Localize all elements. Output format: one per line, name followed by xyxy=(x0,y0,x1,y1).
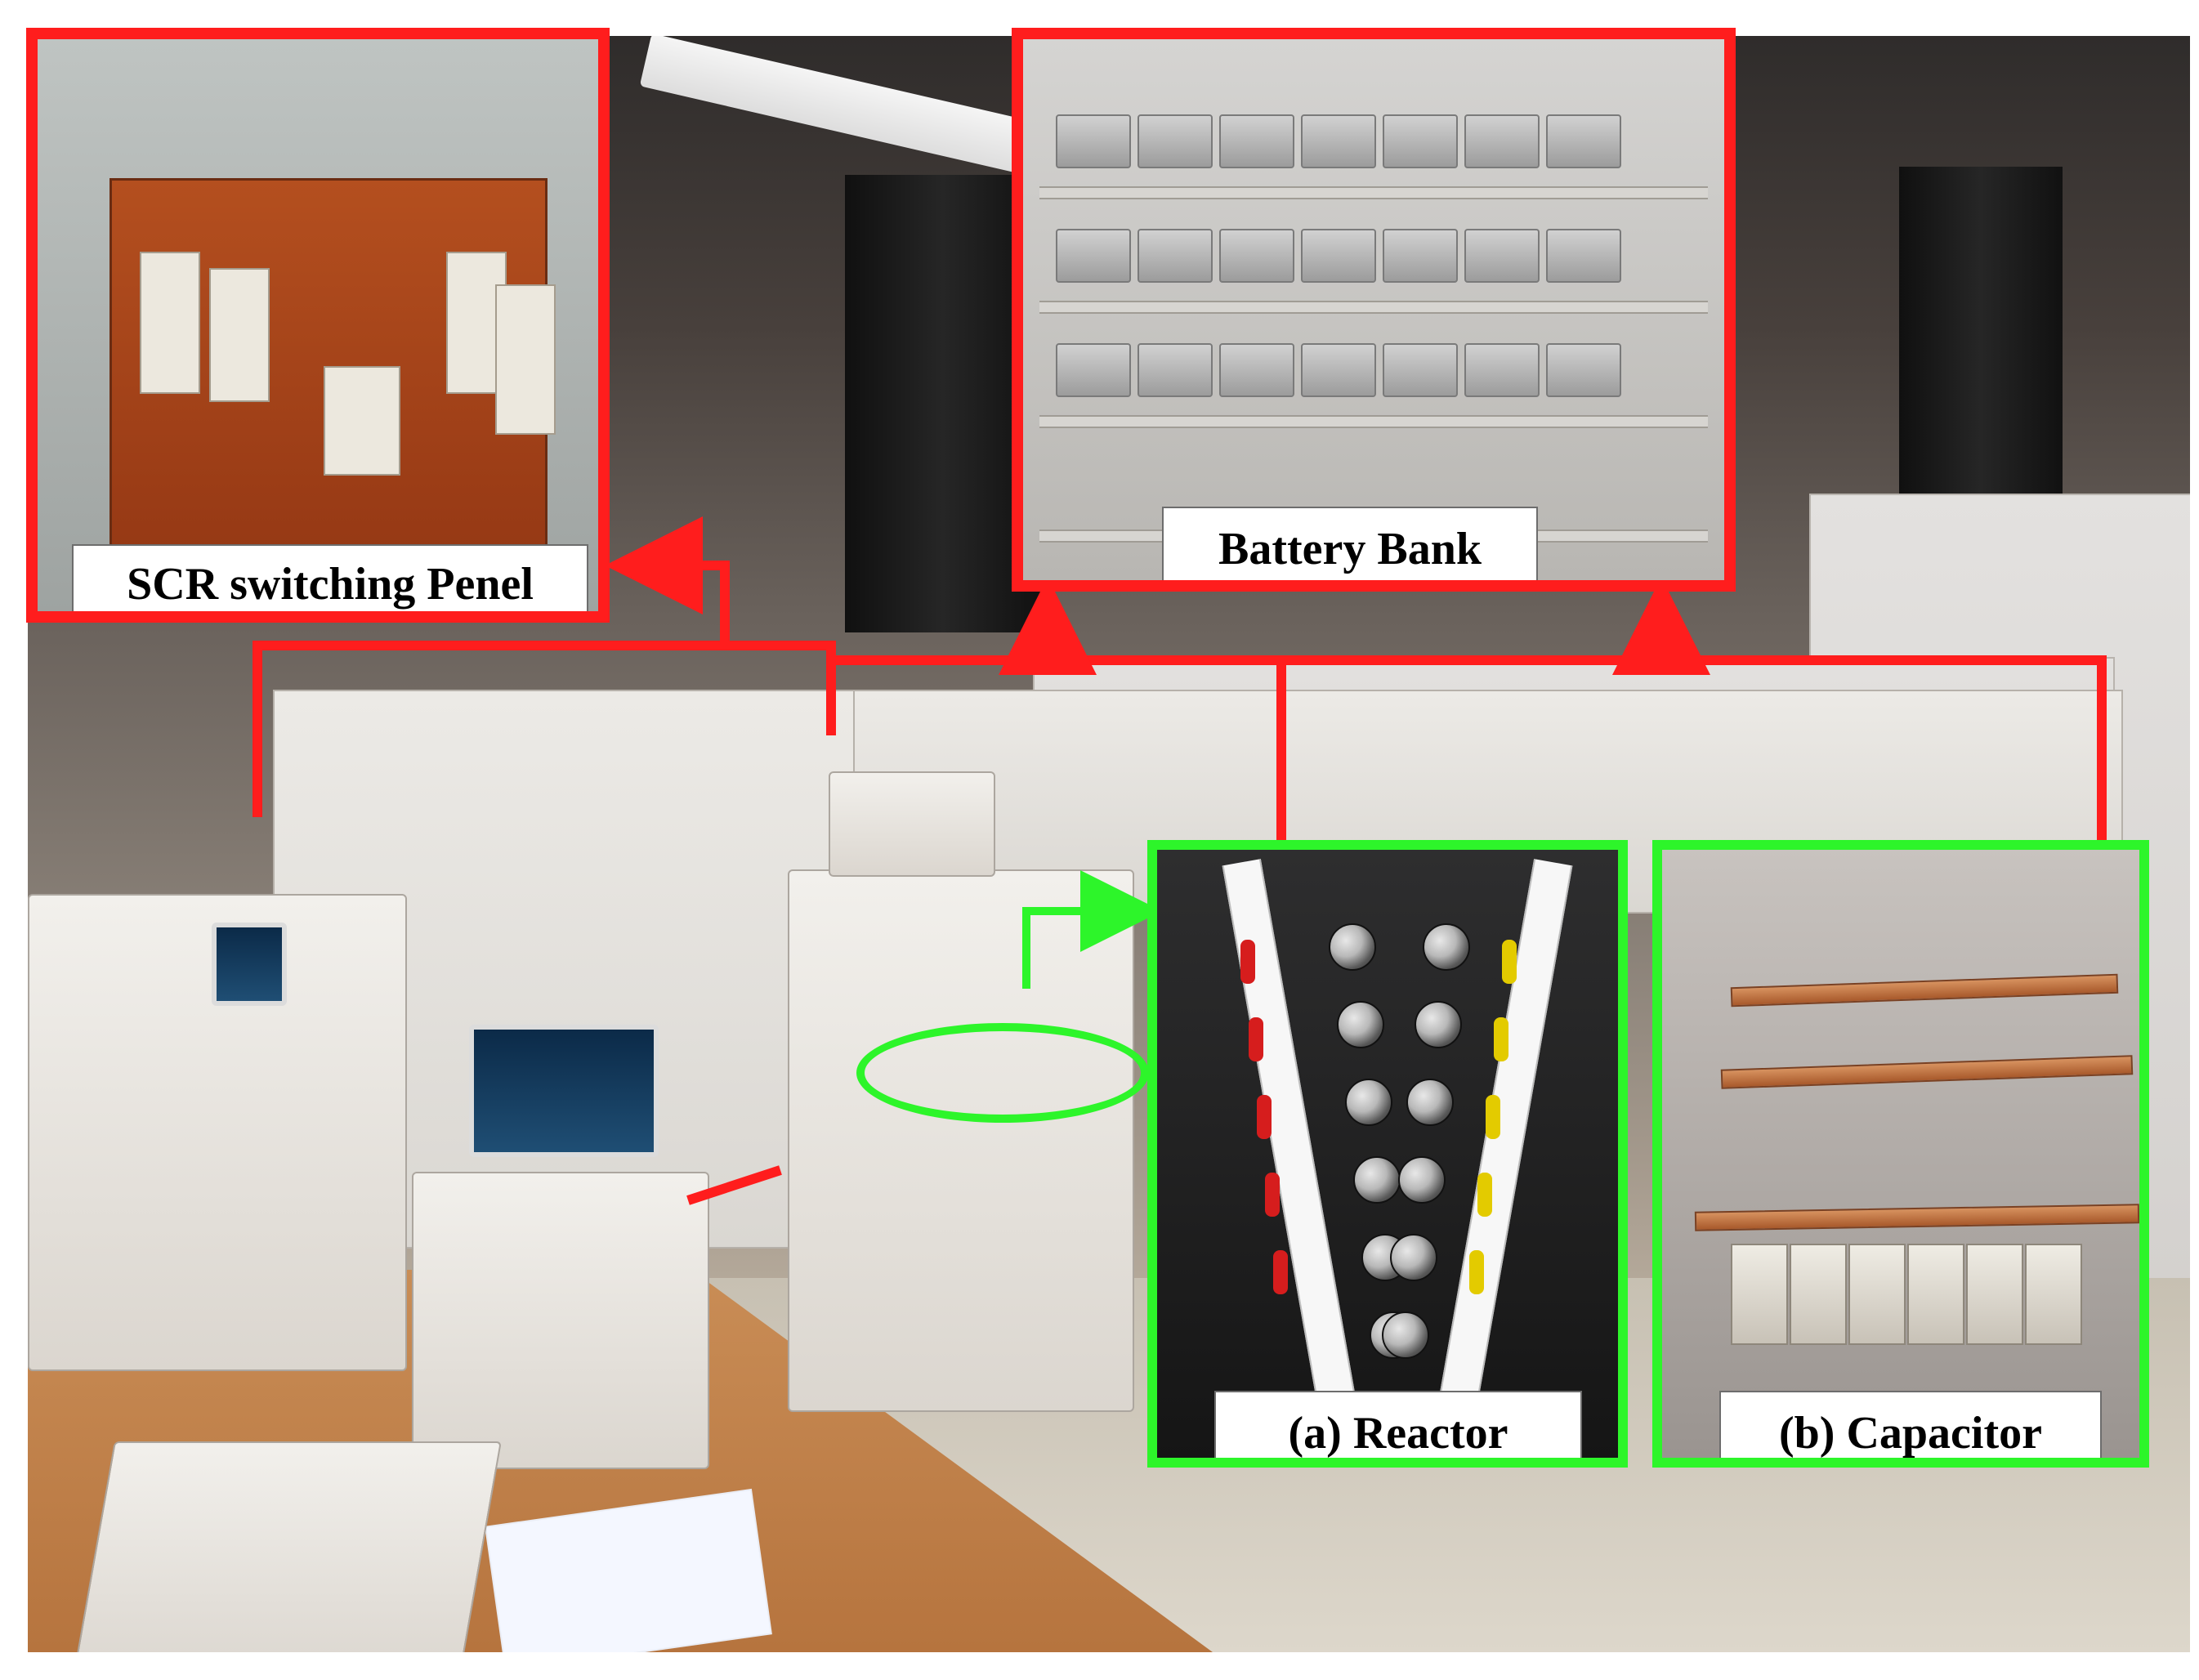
scr-device-3 xyxy=(324,366,400,476)
curtain-left xyxy=(845,175,1041,632)
ceiling-light xyxy=(639,36,1035,175)
reactor-yellow-tag xyxy=(1486,1095,1500,1139)
highlight-ellipse xyxy=(856,1023,1149,1123)
capacitor-label: (b) Capacitor xyxy=(1719,1391,2102,1459)
battery-cell xyxy=(1137,114,1213,168)
battery-cell xyxy=(1056,229,1131,283)
power-unit xyxy=(829,771,995,877)
reactor-text: (a) Reactor xyxy=(1288,1408,1508,1459)
oscilloscope-screen xyxy=(469,1025,659,1157)
reactor-coil xyxy=(1382,1311,1429,1359)
battery-shelf-1 xyxy=(1039,186,1708,199)
battery-cell xyxy=(1137,343,1213,397)
battery-cell xyxy=(1301,343,1376,397)
capacitor-block xyxy=(1731,1244,1788,1345)
reactor-coil xyxy=(1390,1234,1437,1281)
capacitor-block xyxy=(1790,1244,1847,1345)
reactor-yellow-tag xyxy=(1502,940,1517,984)
capacitor-block xyxy=(2025,1244,2082,1345)
instrument-cart xyxy=(412,1172,709,1469)
battery-cell xyxy=(1383,114,1458,168)
capacitor-block xyxy=(1966,1244,2023,1345)
battery-cell xyxy=(1219,343,1294,397)
reactor-frame: (a) Reactor xyxy=(1147,840,1628,1468)
scr-device-2 xyxy=(209,268,270,402)
battery-cell xyxy=(1464,229,1540,283)
battery-shelf-3 xyxy=(1039,415,1708,428)
scr-switching-panel-frame: SCR switching Penel xyxy=(26,28,610,623)
reactor-yellow-tag xyxy=(1477,1173,1492,1217)
controller-screen xyxy=(212,923,287,1006)
battery-bank-label: Battery Bank xyxy=(1162,507,1538,580)
reactor-coil xyxy=(1329,923,1376,971)
battery-cell xyxy=(1383,229,1458,283)
reactor-label: (a) Reactor xyxy=(1214,1391,1582,1459)
battery-shelf-2 xyxy=(1039,301,1708,314)
battery-cell xyxy=(1219,114,1294,168)
reactor-red-tag xyxy=(1265,1173,1280,1217)
reactor-coil xyxy=(1406,1079,1454,1126)
capacitor-block xyxy=(1848,1244,1906,1345)
battery-cell xyxy=(1546,343,1621,397)
reactor-red-tag xyxy=(1240,940,1255,984)
battery-cell xyxy=(1301,114,1376,168)
capacitor-inset-background xyxy=(1662,850,2139,1458)
reactor-yellow-tag xyxy=(1494,1017,1508,1061)
reactor-coil xyxy=(1353,1156,1401,1204)
battery-cell xyxy=(1464,343,1540,397)
battery-cell xyxy=(1137,229,1213,283)
battery-cell xyxy=(1546,114,1621,168)
reactor-coil xyxy=(1345,1079,1392,1126)
scr-device-1 xyxy=(140,252,200,394)
battery-bank-frame: Battery Bank xyxy=(1012,28,1736,592)
reactor-coil xyxy=(1337,1001,1384,1048)
scr-switching-panel-text: SCR switching Penel xyxy=(127,559,534,610)
reactor-yellow-tag xyxy=(1469,1250,1484,1294)
capacitor-text: (b) Capacitor xyxy=(1779,1408,2042,1459)
reactor-red-tag xyxy=(1257,1095,1272,1139)
battery-cell xyxy=(1219,229,1294,283)
battery-cell xyxy=(1383,343,1458,397)
reactor-red-tag xyxy=(1273,1250,1288,1294)
scr-switching-panel-label: SCR switching Penel xyxy=(72,544,588,611)
battery-cell xyxy=(1056,343,1131,397)
scr-device-5 xyxy=(495,284,556,435)
reactor-red-tag xyxy=(1249,1017,1263,1061)
battery-cell xyxy=(1464,114,1540,168)
battery-cell xyxy=(1546,229,1621,283)
reactor-coil xyxy=(1398,1156,1446,1204)
control-cabinet xyxy=(788,869,1134,1412)
reactor-coil xyxy=(1423,923,1470,971)
battery-bank-text: Battery Bank xyxy=(1218,524,1482,574)
reactor-coil xyxy=(1415,1001,1462,1048)
bench-instrument xyxy=(72,1441,502,1652)
capacitor-block xyxy=(1907,1244,1964,1345)
battery-cell xyxy=(1301,229,1376,283)
capacitor-frame: (b) Capacitor xyxy=(1652,840,2149,1468)
battery-cell xyxy=(1056,114,1131,168)
